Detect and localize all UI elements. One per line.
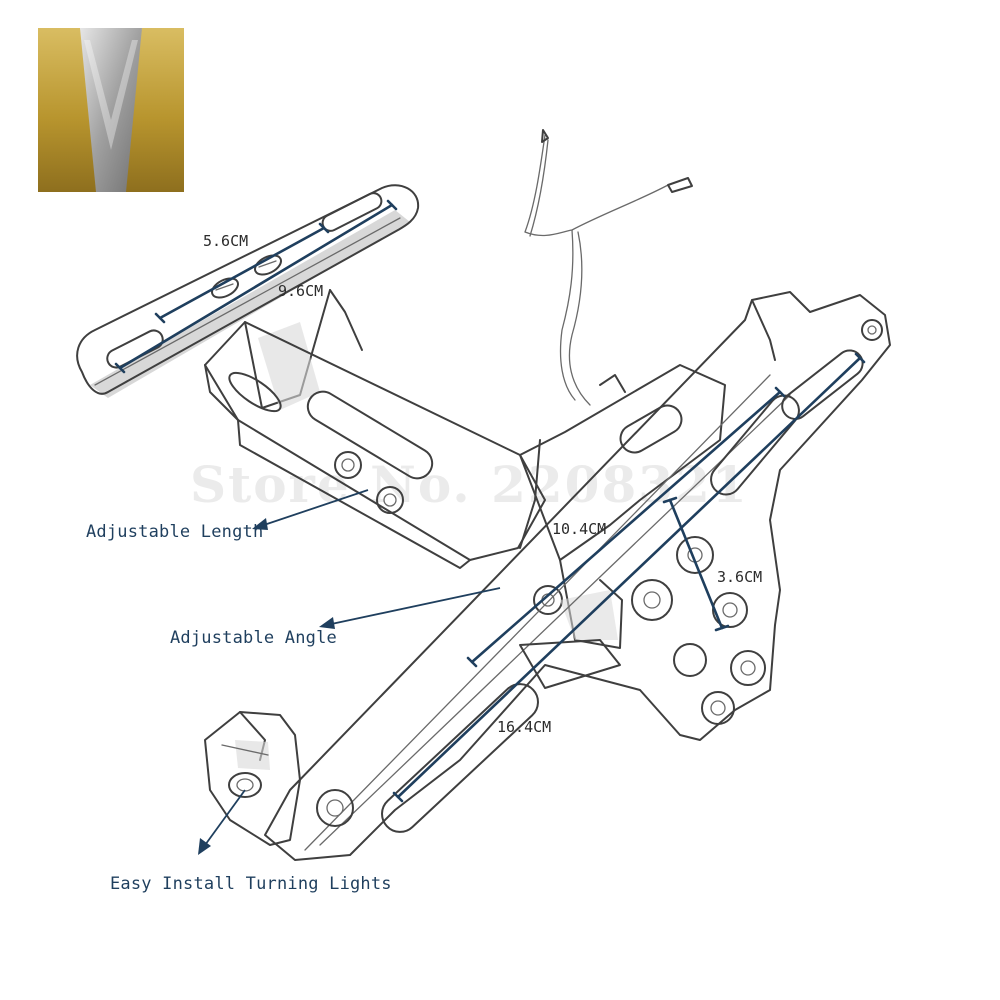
brand-logo-icon — [38, 28, 184, 192]
top-plate — [76, 184, 420, 398]
dimension-upper-arm-label: 10.4CM — [552, 520, 607, 538]
dimension-top-plate-label: 9.6CM — [278, 282, 324, 300]
callout-adjustable-length: Adjustable Length — [86, 522, 264, 542]
pivot-block — [519, 364, 726, 649]
arrow-length — [254, 489, 369, 529]
dimension-line-main-arm — [396, 356, 862, 799]
turning-light-mount — [204, 711, 301, 846]
dimension-line-top-plate — [118, 203, 394, 370]
dimension-main-arm-label: 16.4CM — [497, 718, 552, 736]
main-bracket — [264, 291, 891, 861]
wire-leads — [524, 129, 693, 406]
arrow-angle — [321, 587, 501, 627]
arrow-lights — [199, 789, 246, 853]
dimension-top-slot-label: 5.6CM — [203, 232, 249, 250]
dimension-line-upper-arm — [470, 390, 782, 664]
dimension-lines — [114, 199, 866, 803]
callout-turning-lights: Easy Install Turning Lights — [110, 874, 392, 894]
adjustable-arm — [204, 289, 546, 569]
callout-arrows — [198, 489, 501, 855]
dimension-line-hole-spacing — [668, 498, 724, 630]
dimension-hole-spacing-label: 3.6CM — [717, 568, 763, 586]
callout-adjustable-angle: Adjustable Angle — [170, 628, 337, 648]
dimension-line-top-slot — [158, 226, 326, 320]
